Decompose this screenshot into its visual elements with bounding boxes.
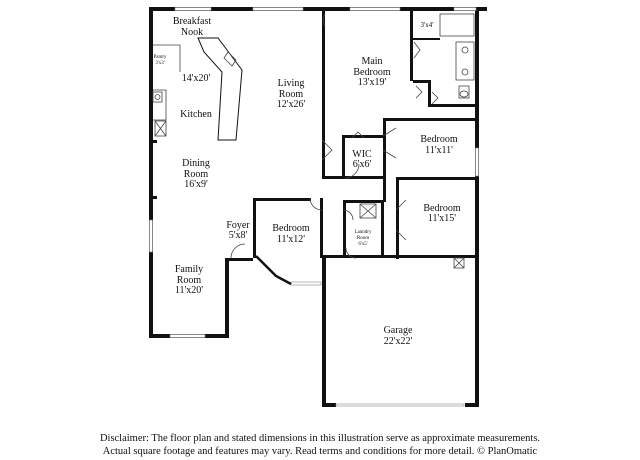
bedroom-center-dims: 11'x12' — [277, 234, 305, 245]
garage-label: Garage — [384, 325, 413, 336]
bedroom-e-dims: 11'x15' — [428, 213, 456, 224]
dining-label-2: Room — [184, 169, 209, 180]
living-label-1: Living — [278, 78, 305, 89]
family-dims: 11'x20' — [175, 285, 203, 296]
bedroom-center-label: Bedroom — [272, 223, 309, 234]
kitchen-dims: 14'x20' — [182, 73, 211, 84]
bedroom-ne-label: Bedroom — [420, 134, 457, 145]
laundry-label-2: Room — [357, 236, 369, 241]
main-bedroom-dims: 13'x19' — [358, 77, 387, 88]
interior-walls — [149, 11, 478, 259]
bedroom-e-label: Bedroom — [423, 203, 460, 214]
foyer-dims: 5'x8' — [229, 230, 248, 241]
windows — [149, 7, 479, 338]
kitchen-counters — [152, 37, 243, 141]
door-swings — [230, 13, 439, 259]
family-label-1: Family — [175, 264, 203, 275]
pantry-dims: 3'x3' — [155, 61, 164, 66]
main-bedroom-label-2: Bedroom — [353, 67, 390, 78]
disclaimer: Disclaimer: The floor plan and stated di… — [0, 432, 640, 458]
garage-dims: 22'x22' — [384, 336, 413, 347]
laundry-label-1: Laundry — [355, 230, 372, 235]
room-labels: Breakfast Nook Pantry 3'x3' 14'x20' Kitc… — [153, 16, 460, 347]
bedroom-bay — [255, 255, 292, 286]
bedroom-ne-dims: 11'x11' — [425, 145, 453, 156]
main-bedroom-label-1: Main — [361, 56, 382, 67]
breakfast-label-1: Breakfast — [173, 16, 212, 27]
dining-label-1: Dining — [182, 158, 210, 169]
laundry-dims: 6'x5' — [358, 242, 367, 247]
family-label-2: Room — [177, 275, 202, 286]
kitchen-label: Kitchen — [180, 109, 212, 120]
wic-dims: 6'x6' — [353, 159, 372, 170]
living-label-2: Room — [279, 89, 304, 100]
bath-fixtures — [439, 13, 475, 99]
floor-plan: Breakfast Nook Pantry 3'x3' 14'x20' Kitc… — [149, 7, 487, 407]
pantry-label: Pantry — [153, 55, 167, 60]
breakfast-label-2: Nook — [181, 27, 203, 38]
foyer-label: Foyer — [226, 220, 250, 231]
wic-label: WIC — [352, 149, 372, 160]
closet-dims: 3'x4' — [420, 21, 433, 29]
disclaimer-line-2: Actual square footage and features may v… — [102, 446, 538, 457]
disclaimer-line-1: Disclaimer: The floor plan and stated di… — [99, 433, 541, 444]
garage-details — [335, 203, 465, 407]
dining-dims: 16'x9' — [184, 179, 208, 190]
living-dims: 12'x26' — [277, 99, 306, 110]
